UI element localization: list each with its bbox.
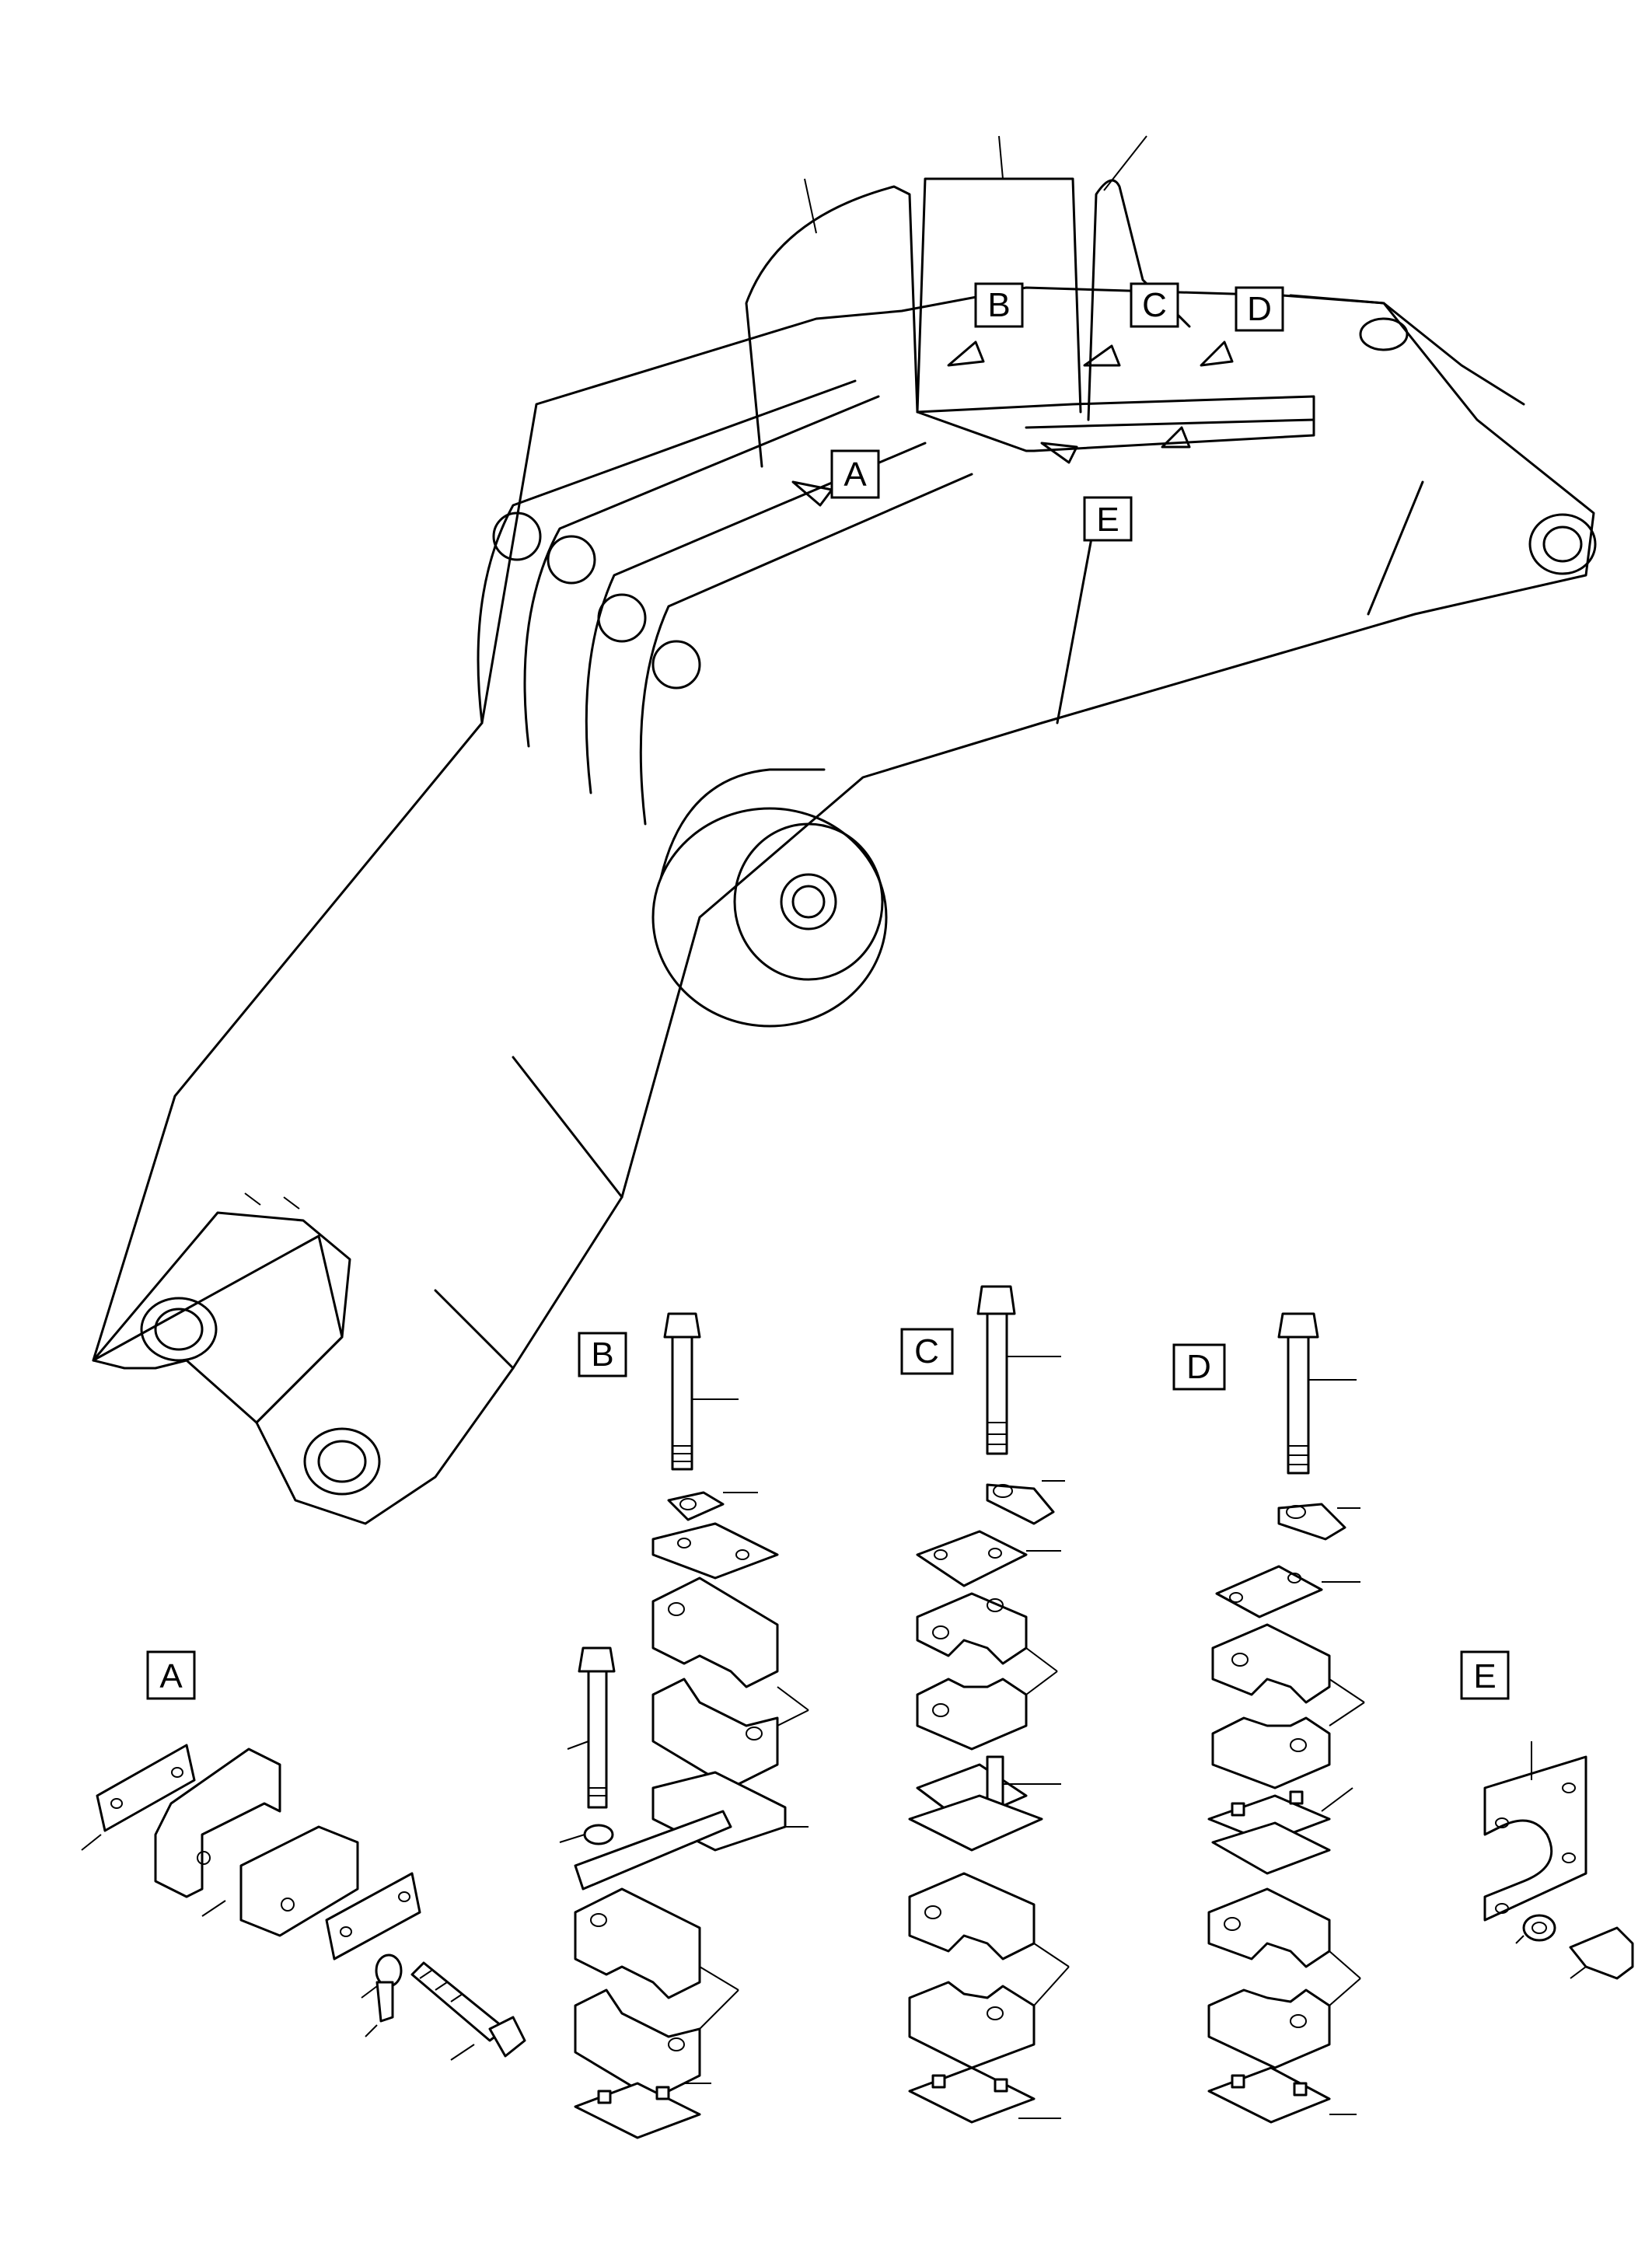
detail-d-clamp: D [1172,1312,1365,2124]
detail-c-clamp: C [900,1285,1070,2124]
svg-text:E: E [1096,501,1119,539]
detail-a-clamp: A [81,1650,526,2061]
detail-e-bracket: E [1460,1650,1634,1980]
svg-text:C: C [1142,286,1167,324]
detail-d-label: D [1172,1343,1226,1391]
detail-a-label: A [146,1650,196,1700]
detail-e-label: E [1460,1650,1510,1700]
callout-d: D [1235,286,1284,332]
callout-c: C [1130,282,1179,328]
svg-text:B: B [591,1335,613,1374]
boom-arm [92,135,1597,1525]
detail-c-label: C [900,1328,954,1375]
callout-e: E [1083,496,1133,542]
svg-text:D: D [1247,290,1272,328]
svg-text:D: D [1186,1348,1211,1386]
callout-b: B [974,282,1024,328]
detail-b-clamp: B [559,1312,809,2139]
svg-text:A: A [843,456,867,494]
svg-text:C: C [914,1332,939,1370]
svg-text:B: B [987,286,1010,324]
svg-text:E: E [1473,1657,1496,1695]
svg-text:A: A [159,1657,183,1695]
callout-a: A [830,449,880,499]
detail-b-label: B [578,1332,627,1377]
